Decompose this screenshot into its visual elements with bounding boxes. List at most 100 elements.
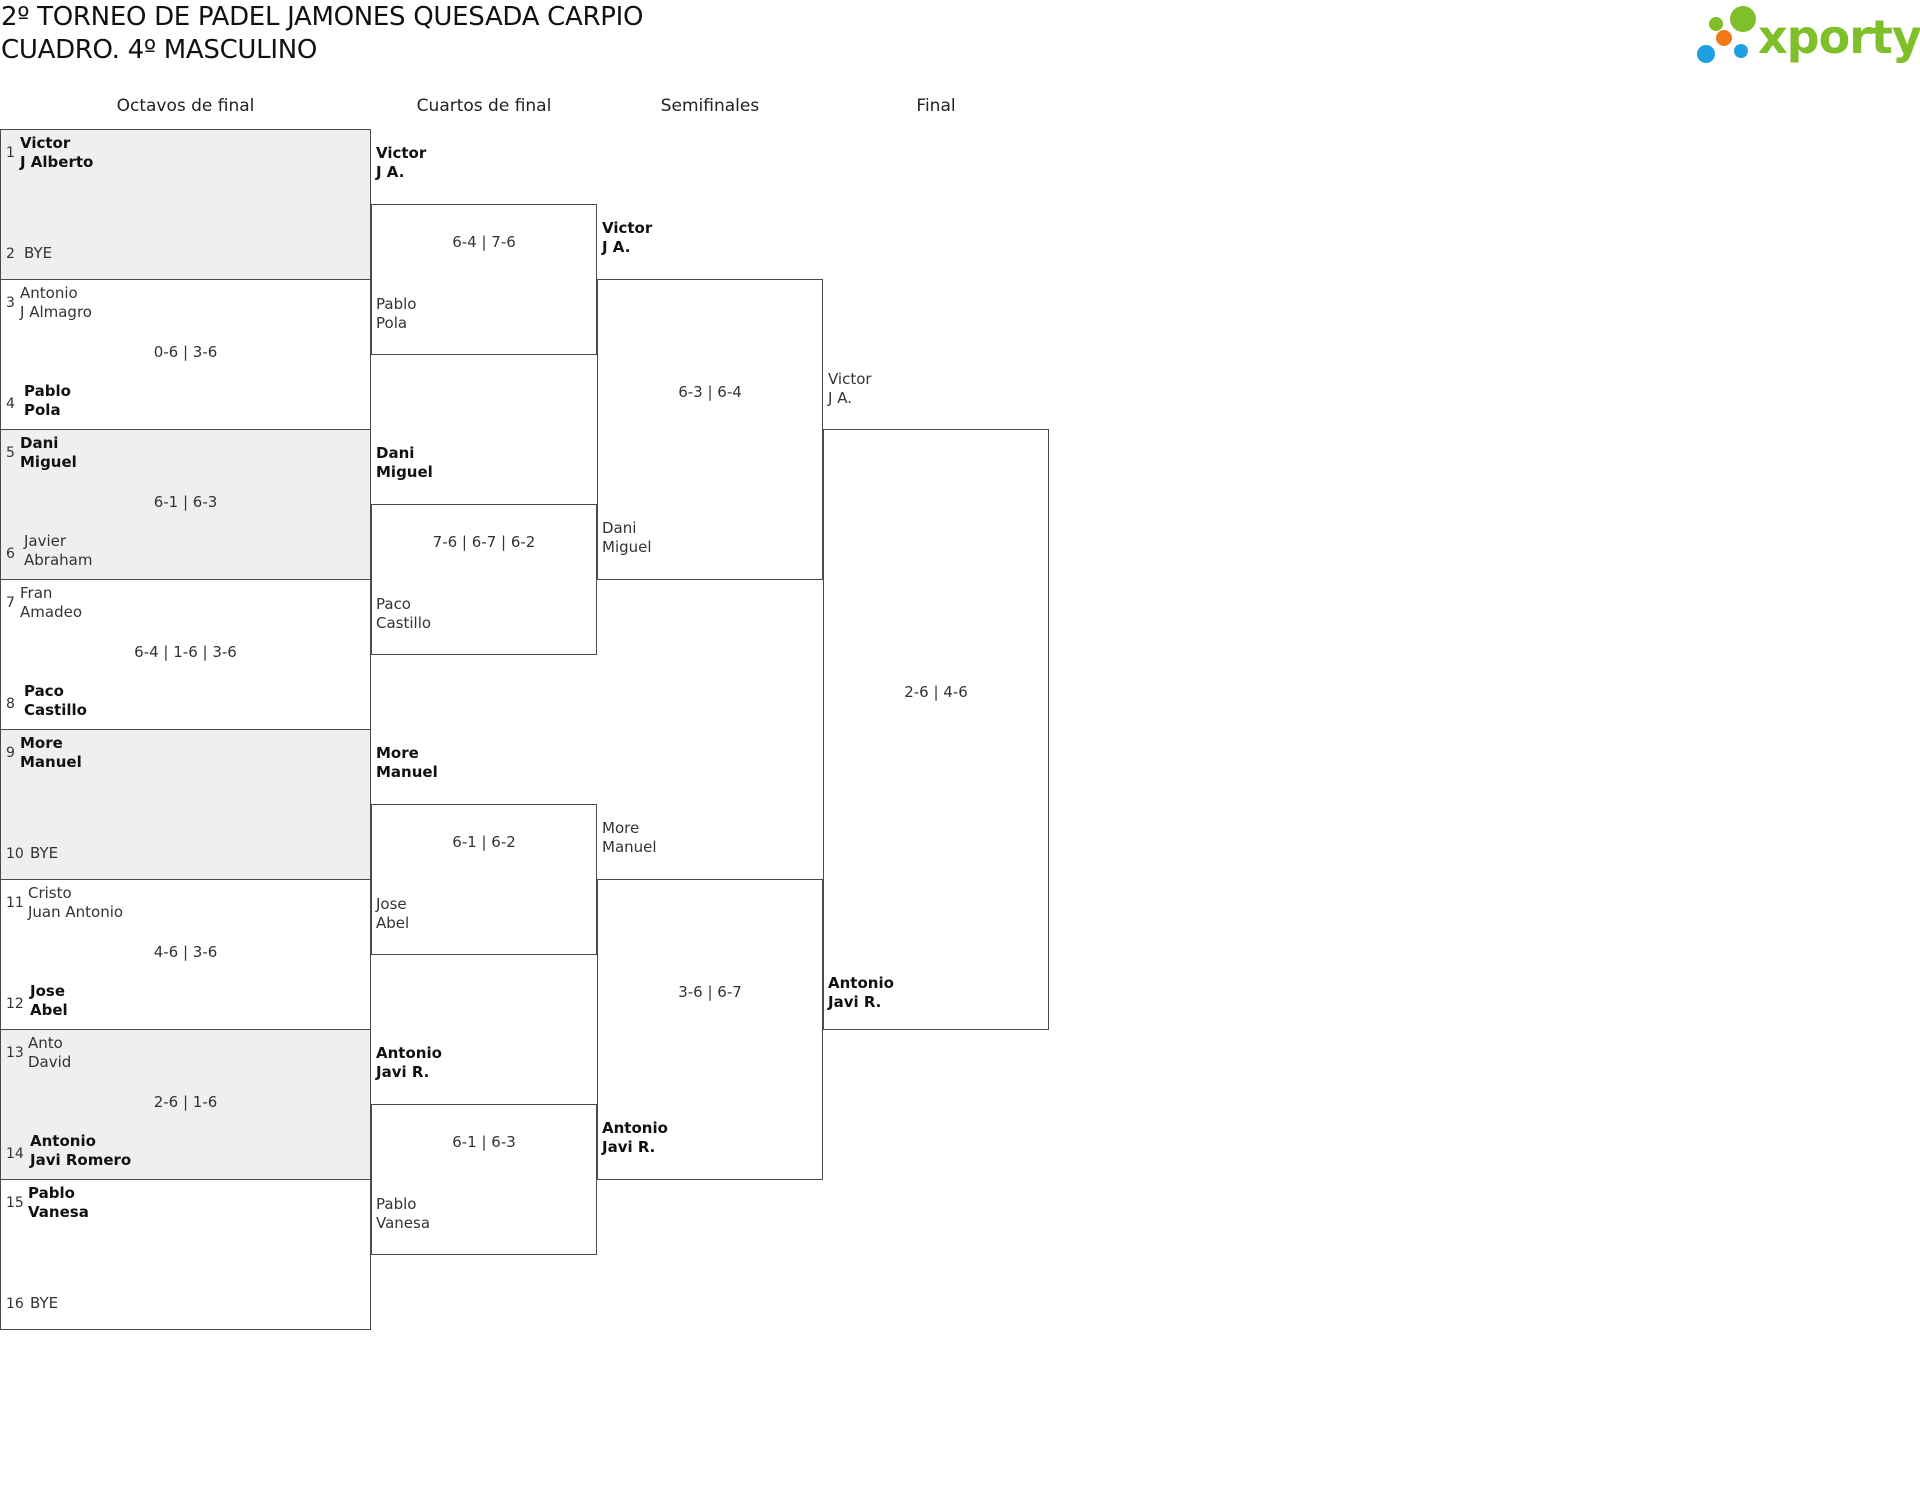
cuartos-top-pair-line-1: Victor bbox=[376, 144, 427, 162]
cuartos-match-box bbox=[371, 204, 597, 355]
octavos-top-pair-line-2: J Alberto bbox=[20, 153, 94, 171]
octavos-match-box bbox=[0, 1029, 371, 1180]
cuartos-score: 6-1 | 6-2 bbox=[452, 833, 516, 851]
octavos-top-pair-line-2: Vanesa bbox=[28, 1203, 89, 1221]
logo-dot-orange bbox=[1716, 30, 1732, 46]
cuartos-score: 7-6 | 6-7 | 6-2 bbox=[432, 533, 536, 551]
logo-dot-green-small bbox=[1709, 17, 1723, 31]
semifinal-bottom-pair-line-1: Antonio bbox=[602, 1119, 668, 1137]
octavos-match-box bbox=[0, 129, 371, 280]
semifinal-score: 3-6 | 6-7 bbox=[678, 983, 742, 1001]
final-score: 2-6 | 4-6 bbox=[904, 683, 968, 701]
octavos-bottom-pair-line-2: Pola bbox=[24, 401, 61, 419]
cuartos-top-pair-line-2: J A. bbox=[376, 163, 405, 181]
seed-number: 14 bbox=[6, 1146, 24, 1162]
round-label-final: Final bbox=[916, 96, 956, 116]
octavos-top-pair-line-1: More bbox=[20, 734, 63, 752]
semifinal-bottom-pair-line-1: Dani bbox=[602, 519, 637, 537]
seed-number: 5 bbox=[6, 445, 15, 461]
cuartos-bottom-pair-line-2: Abel bbox=[376, 914, 410, 932]
semifinal-top-pair-line-2: Manuel bbox=[602, 838, 657, 856]
cuartos-bottom-pair-line-1: Paco bbox=[376, 595, 411, 613]
octavos-bottom-pair: BYE bbox=[24, 244, 52, 263]
octavos-score: 0-6 | 3-6 bbox=[153, 343, 218, 361]
seed-number: 2 bbox=[6, 246, 15, 262]
octavos-bottom-pair-line-1: Paco bbox=[24, 682, 64, 700]
semifinal-bottom-pair-line-2: Javi R. bbox=[602, 1138, 656, 1156]
octavos-bottom-pair-line-1: Antonio bbox=[30, 1132, 96, 1150]
octavos-bottom-pair-line-1: BYE bbox=[30, 1294, 59, 1312]
tournament-title: 2º TORNEO DE PADEL JAMONES QUESADA CARPI… bbox=[1, 2, 644, 32]
octavos-bottom-pair-line-2: Abel bbox=[30, 1001, 68, 1019]
seed-number: 15 bbox=[6, 1195, 24, 1211]
seed-number: 13 bbox=[6, 1045, 24, 1061]
octavos-top-pair-line-2: Juan Antonio bbox=[28, 903, 124, 921]
octavos-top-pair-line-1: Antonio bbox=[20, 284, 78, 302]
octavos-top-pair-line-1: Fran bbox=[20, 584, 53, 602]
octavos-bottom-pair: BYE bbox=[30, 1294, 58, 1313]
cuartos-top-pair-line-2: Miguel bbox=[376, 463, 433, 481]
seed-number: 11 bbox=[6, 895, 24, 911]
seed-number: 1 bbox=[6, 145, 15, 161]
logo-dot-blue-small bbox=[1734, 44, 1748, 58]
octavos-match-box bbox=[0, 429, 371, 580]
cuartos-top-pair-line-2: Javi R. bbox=[376, 1063, 430, 1081]
octavos-bottom-pair-line-1: Javier bbox=[24, 532, 67, 550]
seed-number: 3 bbox=[6, 295, 15, 311]
octavos-top-pair-line-2: Miguel bbox=[20, 453, 77, 471]
seed-number: 7 bbox=[6, 595, 15, 611]
octavos-top-pair-line-1: Cristo bbox=[28, 884, 72, 902]
logo-wordmark: xporty bbox=[1758, 10, 1920, 64]
cuartos-match-box bbox=[371, 1104, 597, 1255]
octavos-bottom-pair-line-2: Abraham bbox=[24, 551, 93, 569]
cuartos-bottom-pair-line-1: Pablo bbox=[376, 295, 417, 313]
octavos-top-pair-line-2: J Almagro bbox=[20, 303, 92, 321]
seed-number: 10 bbox=[6, 846, 24, 862]
final-top-pair-line-2: J A. bbox=[828, 389, 852, 407]
octavos-top-pair-line-2: Amadeo bbox=[20, 603, 82, 621]
octavos-top-pair-line-1: Dani bbox=[20, 434, 59, 452]
cuartos-bottom-pair-line-1: Jose bbox=[376, 895, 407, 913]
octavos-bottom-pair-line-1: Pablo bbox=[24, 382, 71, 400]
seed-number: 6 bbox=[6, 546, 15, 562]
cuartos-score: 6-4 | 7-6 bbox=[452, 233, 516, 251]
octavos-score: 6-1 | 6-3 bbox=[153, 493, 218, 511]
logo-dot-blue-large bbox=[1697, 45, 1715, 63]
final-bottom-pair-line-1: Antonio bbox=[828, 974, 894, 992]
octavos-bottom-pair-line-1: BYE bbox=[30, 844, 59, 862]
octavos-match-box bbox=[0, 579, 371, 730]
octavos-score: 2-6 | 1-6 bbox=[153, 1093, 218, 1111]
semifinal-match-box bbox=[597, 279, 823, 580]
round-label-octavos: Octavos de final bbox=[116, 96, 255, 116]
semifinal-top-pair-line-2: J A. bbox=[602, 238, 631, 256]
octavos-top-pair-line-1: Anto bbox=[28, 1034, 63, 1052]
cuartos-top-pair-line-1: Dani bbox=[376, 444, 415, 462]
semifinal-match-box bbox=[597, 879, 823, 1180]
octavos-top-pair-line-1: Victor bbox=[20, 134, 71, 152]
final-bottom-pair-line-2: Javi R. bbox=[828, 993, 882, 1011]
octavos-score: 6-4 | 1-6 | 3-6 bbox=[134, 643, 237, 661]
cuartos-bottom-pair-line-2: Pola bbox=[376, 314, 408, 332]
octavos-score: 4-6 | 3-6 bbox=[153, 943, 218, 961]
semifinal-score: 6-3 | 6-4 bbox=[678, 383, 742, 401]
cuartos-bottom-pair-line-2: Castillo bbox=[376, 614, 432, 632]
